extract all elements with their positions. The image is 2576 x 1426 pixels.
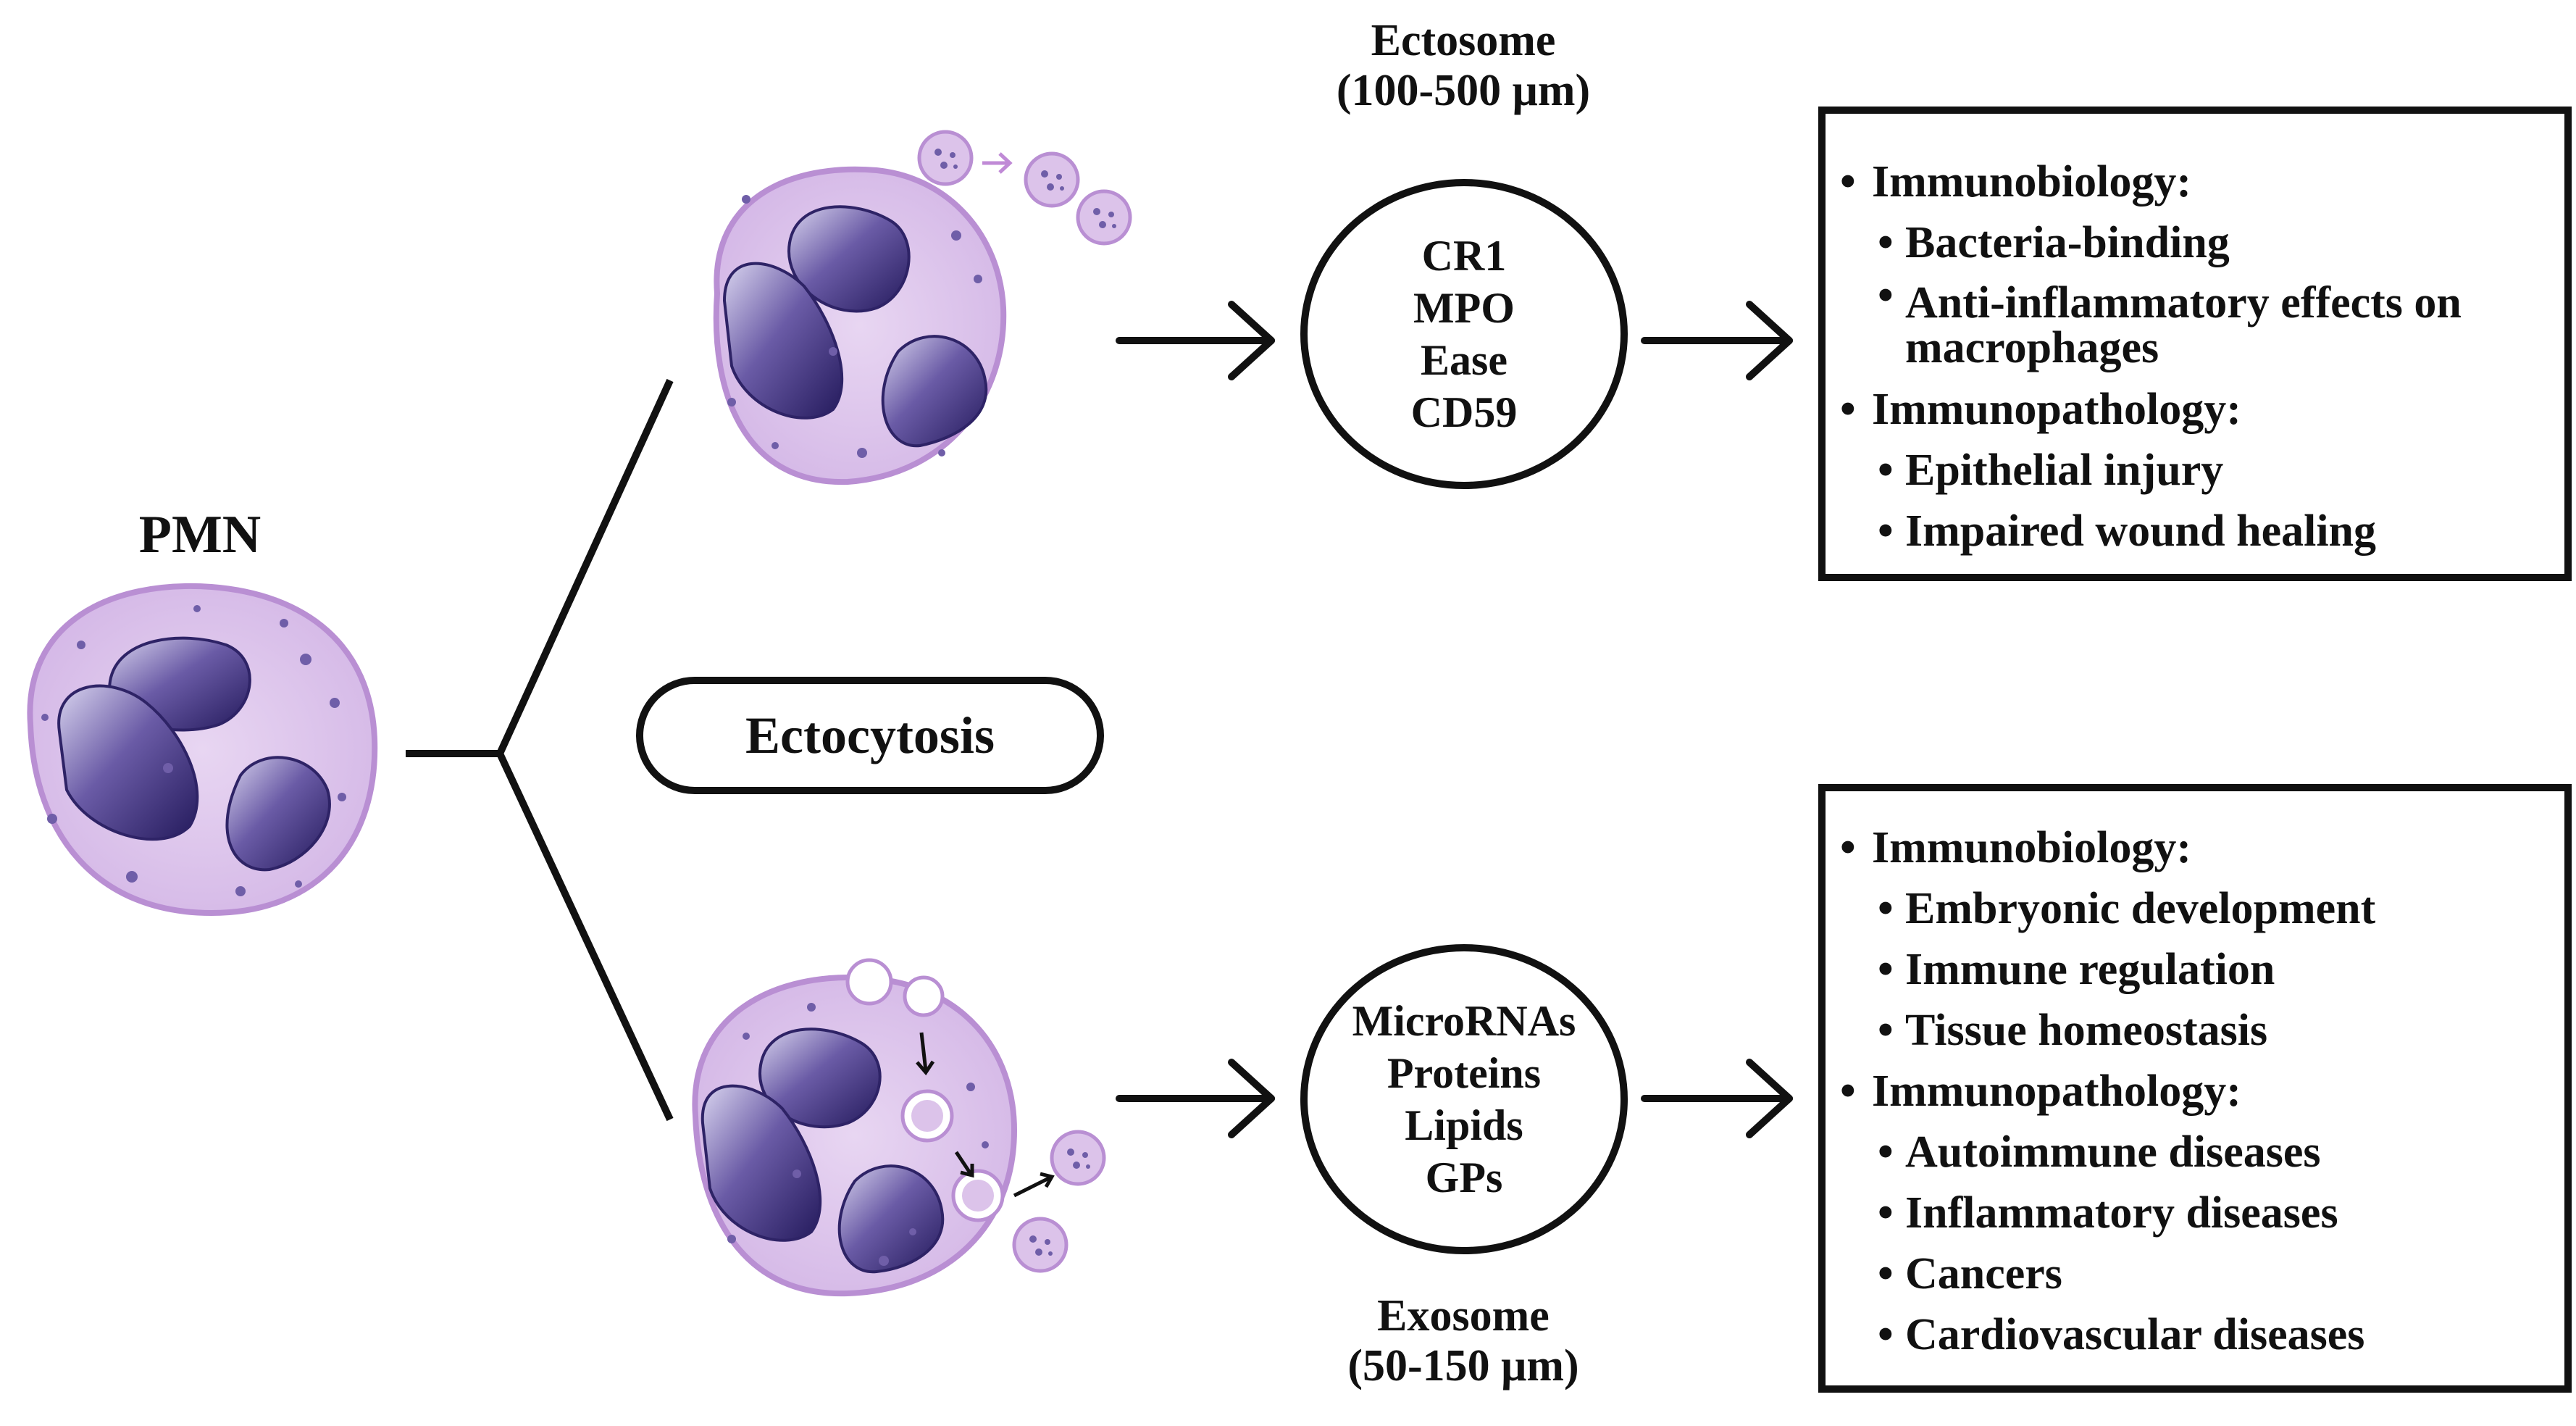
- process-pill: Ectocytosis: [636, 677, 1104, 794]
- effects-item: Cancers: [1840, 1243, 2550, 1304]
- right-arrow-icon: [1116, 1059, 1275, 1138]
- effects-item: Embryonic development: [1840, 878, 2550, 939]
- effects-item: Impaired wound healing: [1840, 501, 2550, 562]
- effects-item: Epithelial injury: [1840, 440, 2550, 501]
- ectosome-contents-circle: CR1 MPO Ease CD59: [1300, 179, 1628, 489]
- right-arrow-icon: [1641, 1059, 1793, 1138]
- exosome-content-item: Lipids: [1405, 1101, 1523, 1149]
- effects-item: Autoimmune diseases: [1840, 1122, 2550, 1183]
- ectosome-size: (100-500 μm): [1336, 66, 1591, 116]
- ectosome-effects-box: Immunobiology: Bacteria-binding Anti-inf…: [1818, 107, 2572, 581]
- ectosome-content-item: Ease: [1421, 336, 1507, 384]
- exosome-size: (50-150 μm): [1347, 1341, 1579, 1391]
- effects-heading: Immunobiology:: [1840, 817, 2550, 878]
- ectosome-content-item: CD59: [1410, 388, 1518, 436]
- ectosome-content-item: CR1: [1421, 232, 1507, 280]
- effects-item: Immune regulation: [1840, 939, 2550, 1000]
- exosome-content-item: Proteins: [1387, 1049, 1542, 1097]
- effects-item: Bacteria-binding: [1840, 212, 2550, 273]
- effects-heading: Immunobiology:: [1840, 151, 2550, 212]
- effects-item: Anti-inflammatory effects on macrophages: [1840, 273, 2550, 379]
- ectosome-content-item: MPO: [1413, 284, 1515, 332]
- effects-heading: Immunopathology:: [1840, 379, 2550, 440]
- process-label: Ectocytosis: [745, 706, 995, 764]
- right-arrow-icon: [1116, 301, 1275, 380]
- budding-arrow-icon: [982, 152, 1013, 174]
- exosome-title: Exosome (50-150 μm): [1246, 1291, 1681, 1392]
- ectosome-cell-icon: [713, 166, 1007, 485]
- effects-item: Cardiovascular diseases: [1840, 1304, 2550, 1365]
- pmn-label: PMN: [139, 505, 262, 564]
- exosome-content-item: GPs: [1425, 1154, 1503, 1201]
- exosome-effects-box: Immunobiology: Embryonic development Imm…: [1818, 784, 2572, 1393]
- exosome-content-item: MicroRNAs: [1352, 997, 1576, 1045]
- exosome-contents-circle: MicroRNAs Proteins Lipids GPs: [1300, 944, 1628, 1254]
- exosome-vesicles: [1014, 1132, 1104, 1271]
- branch-connector: [406, 378, 674, 1122]
- ectosome-title: Ectosome (100-500 μm): [1246, 16, 1681, 117]
- effects-item: Tissue homeostasis: [1840, 1000, 2550, 1061]
- effects-item: Inflammatory diseases: [1840, 1183, 2550, 1243]
- effects-heading: Immunopathology:: [1840, 1061, 2550, 1122]
- exosome-cell-icon: [692, 958, 1055, 1297]
- pmn-cell-icon: [27, 583, 378, 917]
- right-arrow-icon: [1641, 301, 1793, 380]
- ectosome-name: Ectosome: [1371, 16, 1556, 65]
- exosome-name: Exosome: [1377, 1291, 1550, 1340]
